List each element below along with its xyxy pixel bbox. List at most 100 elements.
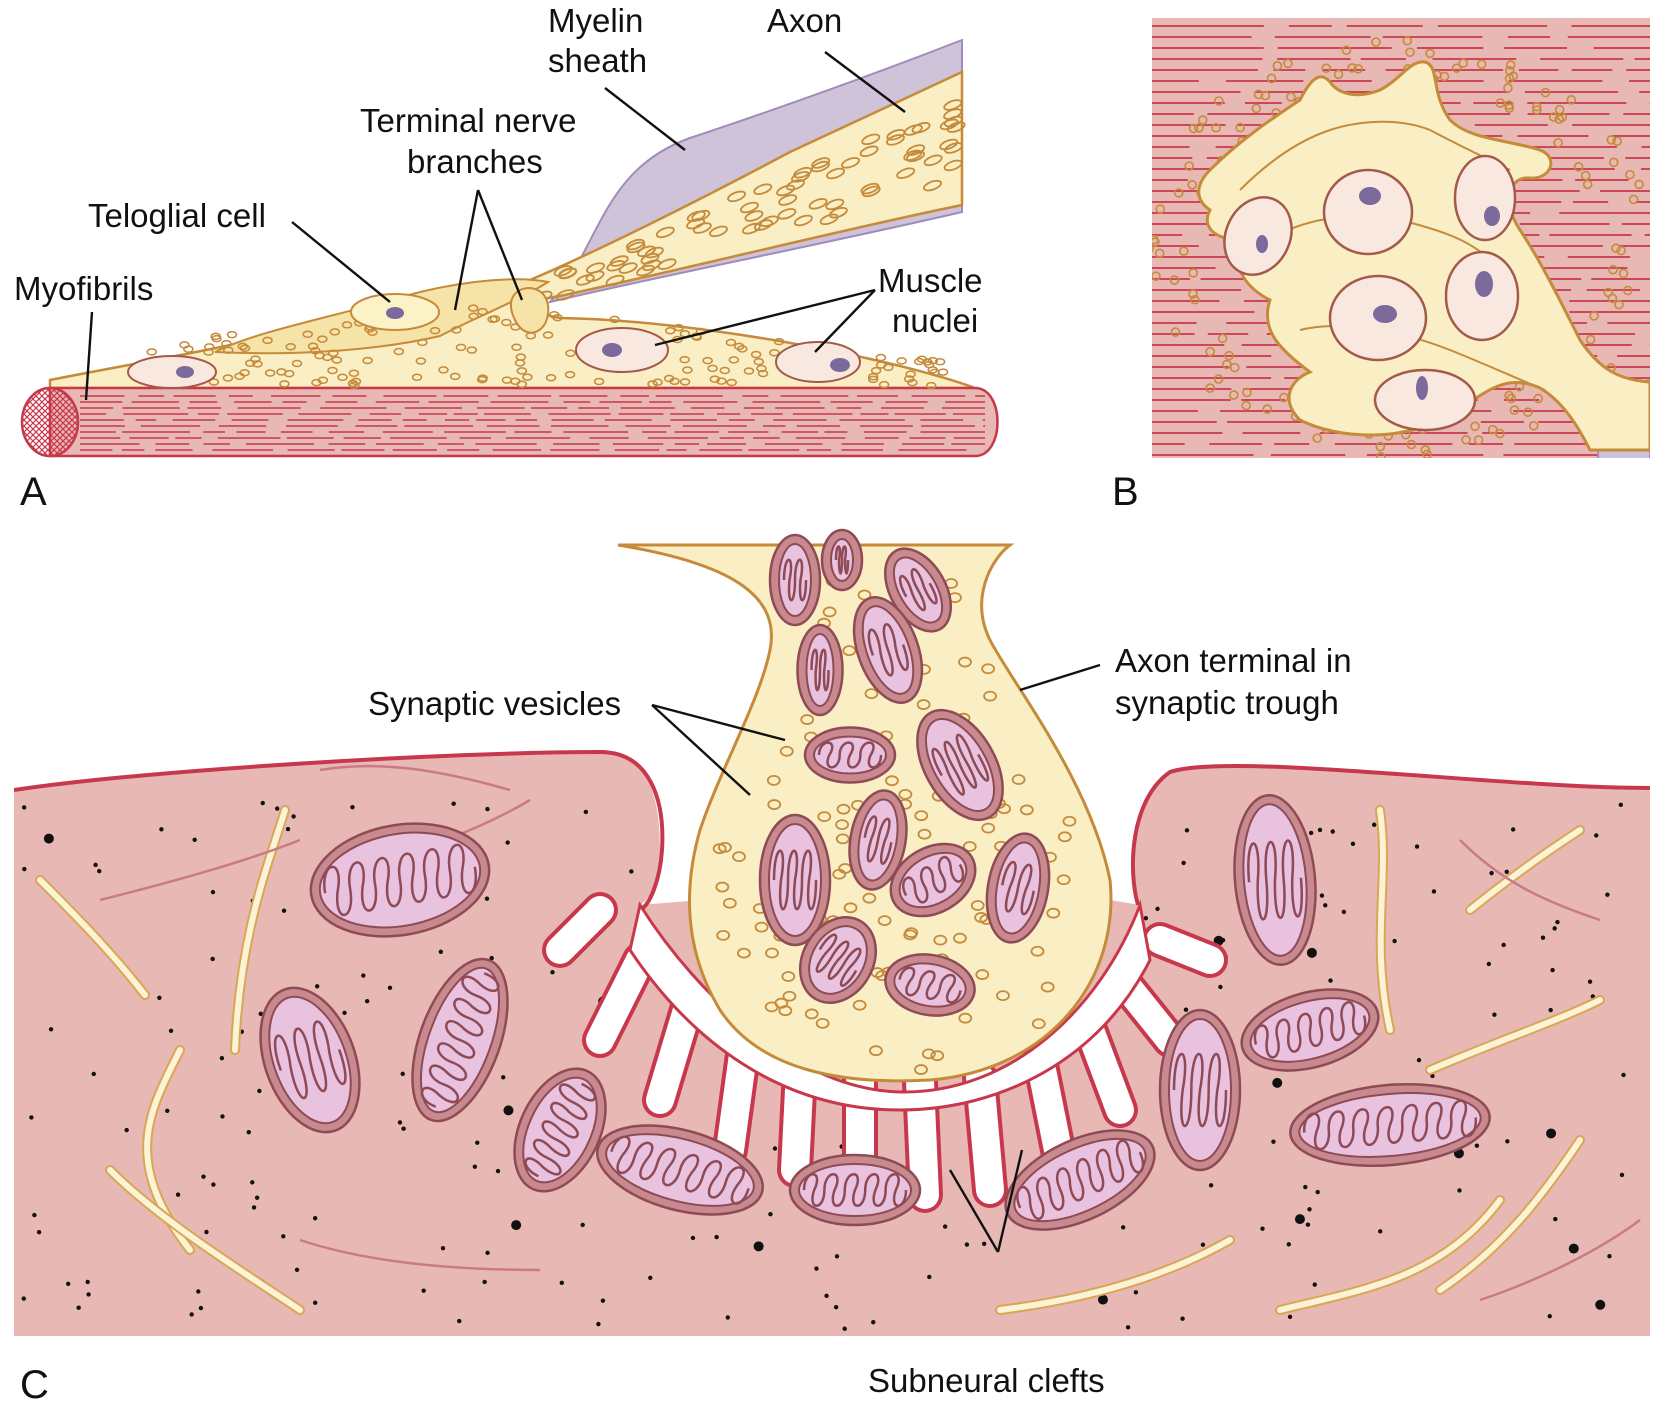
vesicle: [636, 264, 656, 277]
vesicle: [754, 921, 769, 933]
vesicle: [250, 355, 261, 363]
glycogen-granule: [254, 1195, 260, 1200]
panel-b: B: [1112, 18, 1650, 514]
glycogen-granule: [501, 1075, 506, 1080]
terminal-mitochondrion: [803, 726, 897, 784]
vesicle: [337, 373, 348, 381]
glycogen-granule: [1430, 1073, 1435, 1079]
vesicle: [183, 345, 194, 353]
glycogen-granule: [91, 1071, 96, 1077]
glycogen-granule: [457, 1318, 462, 1324]
er-strand: [1459, 839, 1601, 922]
vesicle: [885, 134, 905, 146]
vesicle: [1573, 162, 1584, 172]
glycogen-granule: [964, 1242, 970, 1247]
leader-terminal-1: [453, 189, 480, 311]
glycogen-granule: [1414, 844, 1420, 849]
mito-cristae: [815, 933, 862, 987]
glycogen-granule: [314, 984, 320, 989]
leader-vesicles-1: [651, 703, 786, 742]
vesicle: [779, 745, 794, 757]
vesicle: [1228, 390, 1239, 400]
mitochondrion: [1240, 988, 1380, 1072]
vesicle: [679, 355, 690, 364]
vesicle: [946, 121, 966, 133]
leader-clefts-2: [996, 1149, 1024, 1253]
vesicle: [558, 267, 578, 280]
vesicle: [1260, 90, 1271, 101]
tubule-lumen: [232, 807, 288, 1053]
vesicle: [1011, 774, 1026, 785]
mito-cristae: [524, 1082, 597, 1178]
vesicle: [329, 328, 341, 336]
glycogen-granule: [1183, 1007, 1189, 1012]
glycogen-granule: [350, 804, 355, 810]
vesicle: [934, 358, 946, 366]
vesicle: [222, 374, 234, 382]
glycogen-granule: [1200, 1242, 1206, 1247]
glycogen-granule: [505, 840, 510, 845]
vesicle: [1056, 874, 1071, 886]
vesicle: [245, 359, 256, 368]
mito-cristae: [772, 849, 818, 911]
glycogen-granule: [1133, 1290, 1139, 1295]
vesicle: [822, 606, 837, 618]
vesicle: [349, 381, 360, 389]
cleft-gap: [1116, 976, 1184, 1054]
vesicle: [875, 361, 887, 369]
glycogen-granule: [1155, 906, 1160, 912]
vesicle: [682, 366, 693, 374]
terminal-mitochondrion: [916, 708, 1004, 822]
vesicle: [1420, 445, 1431, 455]
vesicle: [1509, 405, 1520, 415]
glycogen-granule: [1120, 1225, 1126, 1230]
glycogen-granule: [204, 1229, 209, 1235]
vesicle: [750, 350, 762, 359]
vesicle: [860, 182, 880, 195]
mito-cristae: [898, 568, 938, 612]
vesicle: [1618, 268, 1629, 279]
vesicle: [878, 380, 890, 389]
mitochondrion: [1233, 794, 1317, 966]
glycogen-granule: [981, 1241, 987, 1246]
glycogen-granule: [842, 1326, 847, 1331]
glycogen-granule: [1431, 889, 1437, 894]
glycogen-granule: [361, 973, 366, 978]
panel-a: Myelin sheath Axon Terminal nerve branch…: [14, 2, 999, 514]
label-muscle-1: Muscle: [878, 262, 983, 299]
glycogen-granule: [281, 1234, 286, 1239]
terminal-mitochondrion: [848, 789, 908, 891]
vesicle: [819, 213, 839, 226]
glycogen-granule: [1489, 870, 1494, 876]
vesicle: [981, 822, 996, 834]
vesicle: [861, 133, 881, 146]
glycogen-granule: [583, 809, 589, 815]
glycogen-granule: [1555, 919, 1560, 925]
vesicle: [1554, 104, 1565, 115]
vesicle: [1589, 311, 1599, 321]
glycogen-granule: [192, 837, 197, 842]
leader-teloglial: [291, 221, 391, 303]
vesicle: [429, 326, 441, 335]
glycogen-granule: [124, 1127, 129, 1133]
glycogen-granule: [219, 1056, 225, 1061]
mitochondria: [259, 528, 1491, 1231]
vesicle: [1625, 169, 1635, 180]
glycogen-granule: [1416, 1057, 1422, 1063]
vesicle: [1031, 1018, 1046, 1030]
glycogen-granule: [258, 1011, 263, 1016]
glycogen-granule: [768, 1212, 773, 1217]
vesicle: [285, 343, 296, 351]
vesicle: [223, 346, 234, 355]
vesicle: [1495, 428, 1505, 439]
muscle-nucleolus: [830, 358, 850, 372]
vesicle: [252, 360, 263, 368]
vesicle: [641, 259, 661, 272]
vesicle: [239, 344, 251, 353]
subneural-cleft-folds: [542, 892, 1228, 1213]
glycogen-granule: [1125, 1325, 1131, 1330]
vesicle: [725, 338, 737, 347]
sarcolemma-right: [1130, 763, 1650, 906]
vesicle: [606, 260, 626, 272]
vesicle: [970, 900, 985, 911]
